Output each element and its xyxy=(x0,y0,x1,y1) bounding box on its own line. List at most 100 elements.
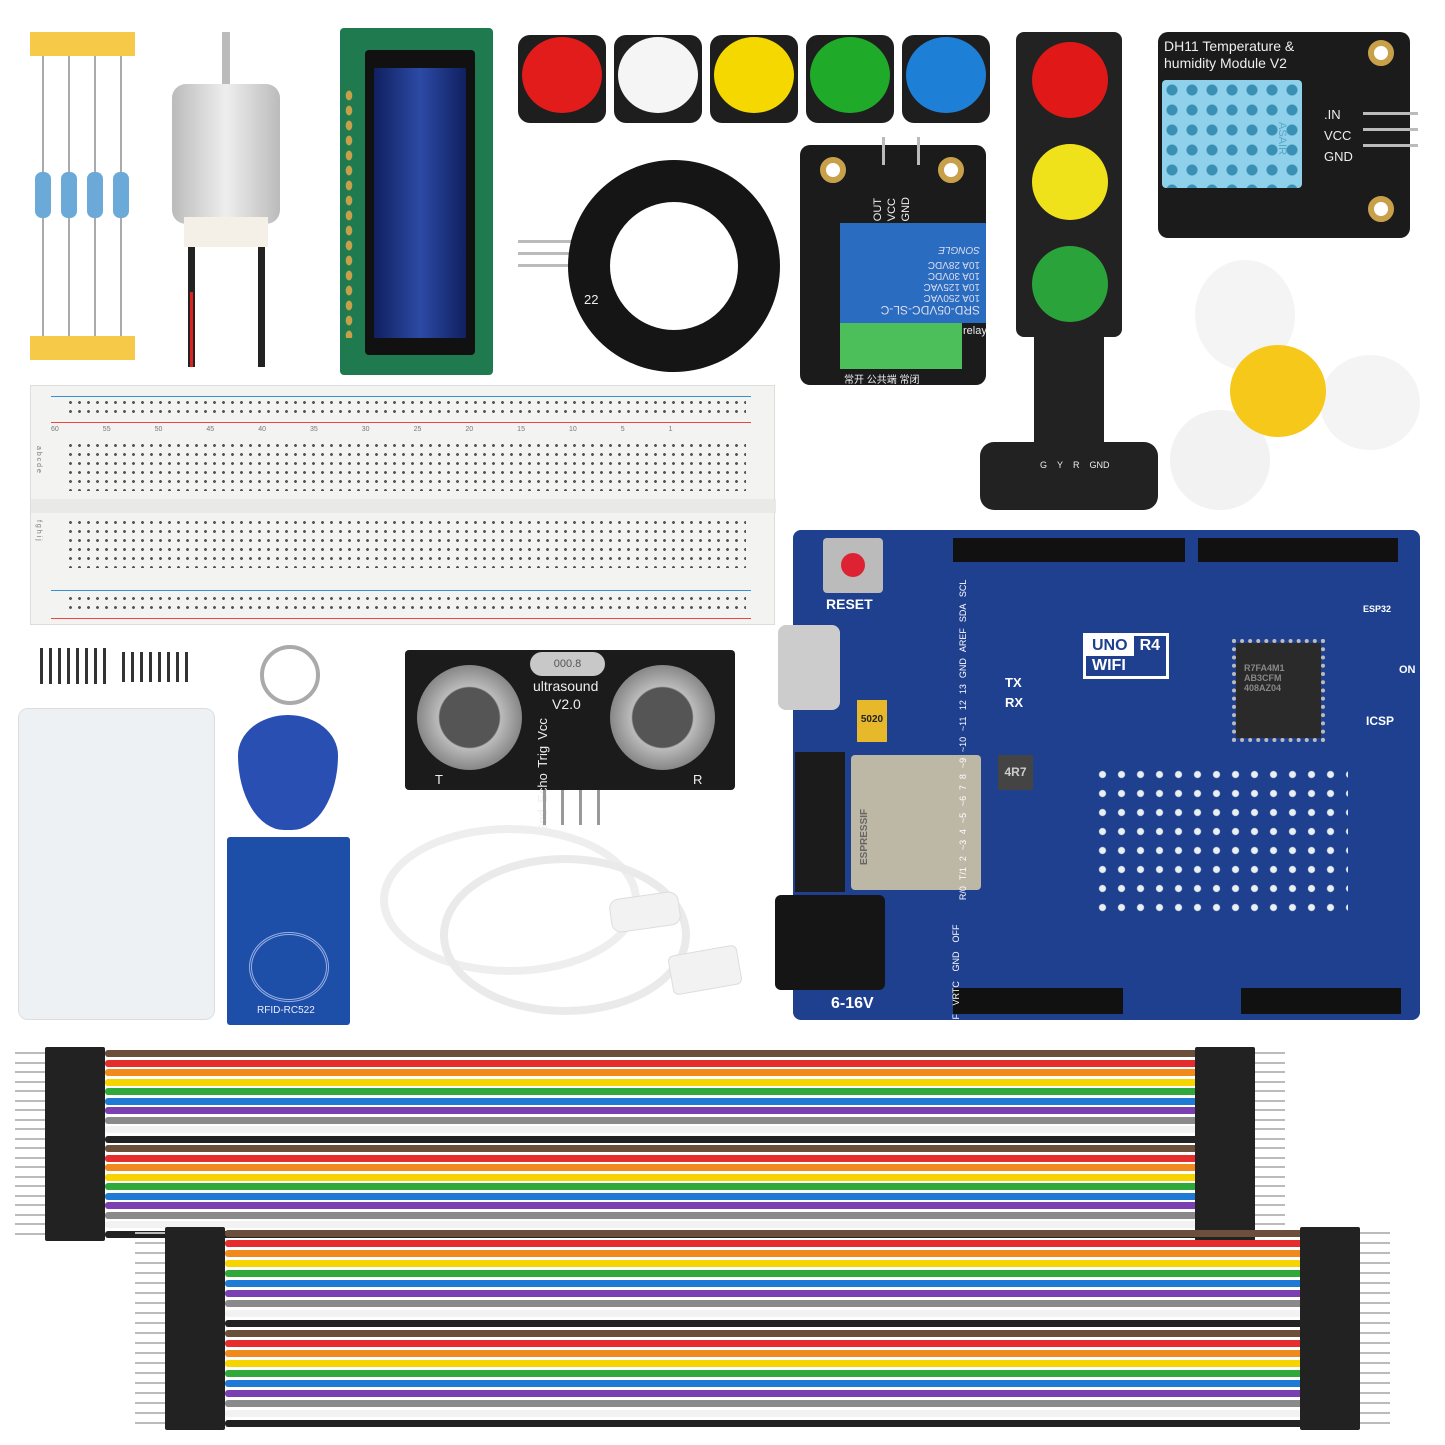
jumper-wire xyxy=(225,1330,1310,1337)
wire-pin xyxy=(15,1204,45,1206)
button-cap xyxy=(714,37,794,113)
on-label: ON xyxy=(1399,664,1416,676)
wire-pin xyxy=(15,1052,45,1054)
wire-pin xyxy=(1255,1071,1285,1073)
wire-pin xyxy=(1360,1322,1390,1324)
led-matrix xyxy=(1093,765,1348,915)
bb-number: 55 xyxy=(102,426,111,433)
wire-pin xyxy=(1255,1185,1285,1187)
dupont-connector xyxy=(165,1337,225,1350)
traffic-pin-y: Y xyxy=(1057,460,1064,470)
dupont-connector xyxy=(1300,1327,1360,1340)
relay-terminals: 常开 公共端 常闭 xyxy=(844,375,920,386)
dupont-connector xyxy=(165,1287,225,1300)
lcd-1602 xyxy=(340,28,493,375)
rfid-rc522-module: RFID-RC522 xyxy=(227,837,350,1025)
bb-number: 5 xyxy=(620,426,625,433)
pin-label: T/1 xyxy=(958,867,968,881)
fan-propeller xyxy=(1170,260,1420,510)
relay-model: SRD-05VDC-SL-C xyxy=(880,303,980,317)
relay-brand: SONGLE xyxy=(938,244,980,255)
wire-pin xyxy=(1255,1061,1285,1064)
jumper-wire xyxy=(105,1221,1205,1228)
dupont-connector xyxy=(1300,1357,1360,1370)
dht11-pin-in: .IN xyxy=(1324,107,1341,122)
jumper-wire xyxy=(105,1154,1205,1162)
wire-pin xyxy=(1255,1166,1285,1168)
dupont-connector xyxy=(165,1407,225,1420)
wire-pin xyxy=(1255,1099,1285,1102)
wire-pin xyxy=(15,1071,45,1073)
esp32-label: ESP32 xyxy=(1363,604,1392,614)
wire-pin xyxy=(1255,1052,1285,1054)
wire-pin xyxy=(1360,1342,1390,1344)
yellow-button[interactable] xyxy=(710,35,798,123)
dupont-connector xyxy=(165,1357,225,1370)
white-button[interactable] xyxy=(614,35,702,123)
button-cap xyxy=(906,37,986,113)
jumper-wire xyxy=(225,1350,1310,1357)
dupont-connector xyxy=(165,1297,225,1310)
dht11-subtitle: humidity Module V2 xyxy=(1164,55,1287,71)
wire-pin xyxy=(135,1302,165,1304)
wire-pin xyxy=(1360,1232,1390,1234)
pin-label: OFF xyxy=(951,925,961,943)
traffic-pin-gnd: GND xyxy=(1089,460,1110,470)
wire-pin xyxy=(15,1175,45,1178)
button-cap xyxy=(618,37,698,113)
dc-jack[interactable] xyxy=(775,895,885,990)
dht11-module: DH11 Temperature & humidity Module V2 AS… xyxy=(1158,32,1418,238)
wire-pin xyxy=(1255,1194,1285,1197)
bb-number: 40 xyxy=(258,426,266,433)
dupont-connector xyxy=(1300,1297,1360,1310)
dupont-connector xyxy=(165,1317,225,1330)
jumper-wire xyxy=(105,1192,1205,1200)
dupont-connector xyxy=(165,1367,225,1380)
breadboard: 60 55 50 45 40 35 30 25 20 15 10 5 1 a b… xyxy=(30,385,776,625)
pin-header-straight xyxy=(40,648,112,684)
dupont-connector xyxy=(1300,1377,1360,1390)
traffic-pin-r: R xyxy=(1073,460,1080,470)
ultra-t: T xyxy=(435,772,443,787)
dht11-title: DH11 Temperature & xyxy=(1164,38,1295,54)
jumper-wire xyxy=(105,1145,1205,1152)
usb-c-port[interactable] xyxy=(778,625,840,710)
wire-pin xyxy=(15,1109,45,1111)
wire-pin xyxy=(15,1185,45,1187)
dupont-connector xyxy=(45,1227,105,1241)
relay-rating: 10A 30VDC xyxy=(927,270,980,281)
bb-number: 25 xyxy=(413,426,422,433)
wire-pin xyxy=(135,1422,165,1424)
jumper-wire xyxy=(105,1211,1205,1219)
blue-button[interactable] xyxy=(902,35,990,123)
jumper-wire xyxy=(225,1290,1310,1297)
bb-number: 50 xyxy=(154,426,163,433)
dupont-connector xyxy=(1300,1287,1360,1300)
wire-pin xyxy=(15,1118,45,1121)
green-button[interactable] xyxy=(806,35,894,123)
wire-pin xyxy=(15,1232,45,1235)
jumper-wire xyxy=(225,1360,1310,1367)
wire-pin xyxy=(135,1262,165,1264)
relay-rating: 10A 250VAC xyxy=(923,292,980,303)
ultrasonic-version: V2.0 xyxy=(552,696,581,712)
pin-label: 2 xyxy=(958,856,968,862)
wire-pin xyxy=(1255,1175,1285,1178)
bb-number: 10 xyxy=(568,426,577,433)
fuse: 5020 xyxy=(857,700,887,742)
jumper-wire xyxy=(225,1320,1310,1327)
reset-label: RESET xyxy=(826,596,873,612)
wire-pin xyxy=(135,1312,165,1314)
reset-button[interactable] xyxy=(823,538,883,593)
dupont-connector xyxy=(165,1307,225,1320)
dupont-connector xyxy=(1300,1237,1360,1250)
red-button[interactable] xyxy=(518,35,606,123)
dht11-pin-gnd: GND xyxy=(1324,149,1353,164)
wire-pin xyxy=(1360,1362,1390,1364)
jumper-wire xyxy=(225,1280,1310,1287)
jumper-wire xyxy=(105,1135,1205,1143)
wire-pin xyxy=(1255,1118,1285,1121)
pin-label: R/0 xyxy=(958,886,968,901)
rfid-card xyxy=(18,708,215,1020)
